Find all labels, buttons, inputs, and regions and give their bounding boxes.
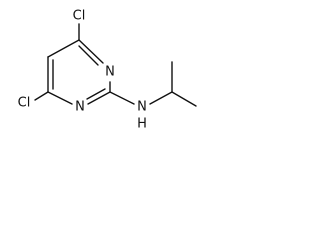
atom-cl-bottom: Cl — [18, 96, 31, 111]
bond-nh-ch — [149, 91, 173, 105]
bond-n1-c2-inner — [86, 88, 106, 100]
bond-n1-c2 — [87, 91, 111, 105]
atom-n-ring-upper: N — [105, 65, 115, 80]
bond-c2-nh — [109, 91, 135, 105]
bond-c4-c5 — [47, 39, 80, 58]
atom-cl-top: Cl — [73, 9, 86, 24]
bond-c6-cl — [34, 91, 49, 101]
bond-c6-n1 — [47, 91, 73, 105]
bond-ch-methyl-right — [171, 91, 197, 107]
bond-n3-c4 — [78, 39, 104, 64]
atom-nh-h: H — [137, 117, 147, 132]
chemical-structure: Cl N N Cl N H — [18, 9, 197, 132]
bond-n3-c4-inner — [78, 45, 99, 66]
atom-nh-n: N — [137, 100, 147, 115]
atom-n-ring-lower: N — [75, 100, 85, 115]
